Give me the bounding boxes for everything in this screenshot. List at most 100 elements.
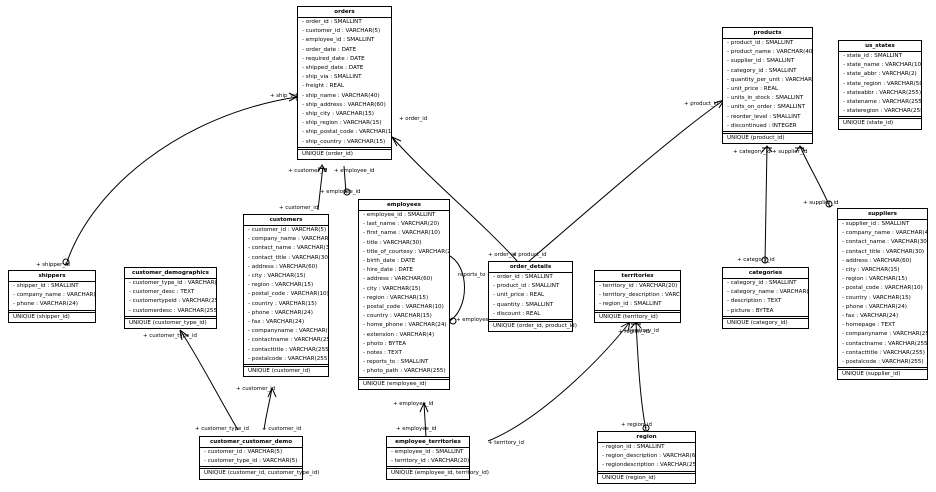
constraint-divider — [298, 146, 391, 150]
constraint-divider — [9, 309, 95, 313]
entity-name: territories — [621, 273, 654, 279]
entity-customer-demographics[interactable]: customer_demographics- customer_type_id … — [124, 267, 217, 330]
label-customer-id-orders: + customer_id — [288, 168, 328, 174]
field-row: - territory_description : VARCHAR(60) — [599, 292, 680, 299]
field-row: - customer_type_id : VARCHAR(5) — [204, 458, 298, 465]
entity-customers[interactable]: customers- customer_id : VARCHAR(5)- com… — [243, 214, 329, 378]
entity-employees[interactable]: employees- employee_id : SMALLINT- last_… — [358, 199, 450, 390]
entity-region[interactable]: region- region_id : SMALLINT- region_des… — [597, 431, 696, 484]
field-row: - city : VARCHAR(15) — [842, 267, 900, 274]
constraint-divider — [595, 309, 680, 313]
field-row: - last_name : VARCHAR(20) — [363, 221, 440, 228]
field-row: - postalcode : VARCHAR(255) — [842, 359, 924, 366]
entity-name: us_states — [865, 43, 895, 49]
label-ship-via: + ship_via — [270, 93, 299, 99]
field-row: - contactname : VARCHAR(255) — [842, 340, 927, 347]
field-row: - order_id : SMALLINT — [302, 19, 362, 25]
field-row: - product_name : VARCHAR(40) — [727, 49, 812, 56]
field-row: - title_of_courtesy : VARCHAR(25) — [363, 248, 449, 255]
entity-shippers[interactable]: shippers- shipper_id : SMALLINT- company… — [8, 270, 96, 323]
entity-name: customer_customer_demo — [209, 439, 293, 445]
header-divider — [595, 281, 680, 282]
constraint-divider — [839, 116, 921, 120]
label-customer-type-id-demo: + customer_type_id — [143, 333, 197, 339]
unique-constraint: UNIQUE (category_id) — [727, 319, 788, 326]
entity-name: order_details — [509, 264, 552, 270]
field-row: - customer_desc : TEXT — [129, 289, 195, 296]
edge-et-territories — [487, 321, 631, 442]
edge-category-products — [764, 145, 768, 264]
entity-us-states[interactable]: us_states- state_id : SMALLINT- state_na… — [838, 40, 922, 130]
edge-territories-arrow — [620, 321, 631, 332]
unique-constraint: UNIQUE (customer_id, customer_type_id) — [204, 470, 320, 477]
edge-reports-to — [447, 254, 465, 323]
edge-orders-arrow — [391, 136, 402, 147]
field-row: - region_id : SMALLINT — [602, 444, 665, 450]
field-row: - shipper_id : SMALLINT — [13, 283, 79, 289]
field-row: - region : VARCHAR(15) — [363, 294, 429, 301]
field-row: - ship_address : VARCHAR(60) — [302, 101, 386, 108]
field-row: - ship_country : VARCHAR(15) — [302, 138, 386, 145]
field-row: - reports_to : SMALLINT — [363, 359, 429, 366]
label-employee-id-et: + employee_id — [396, 426, 437, 432]
field-row: - employee_id : SMALLINT — [302, 37, 375, 44]
field-row: - notes : TEXT — [363, 350, 402, 357]
field-row: - customer_id : VARCHAR(5) — [302, 28, 381, 35]
edge-employee-orders-circle — [343, 188, 351, 196]
edge-supplier-products — [799, 145, 831, 208]
entity-employee-territories[interactable]: employee_territories- employee_id : SMAL… — [386, 436, 489, 480]
entity-orders[interactable]: orders- order_id : SMALLINT- customer_id… — [297, 6, 392, 161]
label-region-id-terr: + region_id — [621, 422, 652, 428]
label-region-id-region: + region_id — [618, 329, 649, 335]
edge-employees-arrow — [419, 402, 429, 413]
entity-name: employee_territories — [395, 439, 461, 445]
constraint-divider — [838, 367, 927, 371]
field-row: - ship_name : VARCHAR(40) — [302, 92, 380, 99]
field-row: - quantity_per_unit : VARCHAR(20) — [727, 76, 812, 83]
field-row: - company_name : VARCHAR(40) — [842, 230, 927, 237]
entity-name: customers — [269, 217, 303, 223]
field-row: - discount : REAL — [493, 310, 541, 317]
entity-products[interactable]: products- product_id : SMALLINT- product… — [722, 27, 813, 145]
field-row: - homepage : TEXT — [842, 322, 896, 329]
constraint-divider — [387, 466, 469, 470]
edge-ship-via — [65, 96, 298, 266]
edge-employee-orders — [343, 165, 347, 194]
edge-ccd-demographics — [179, 329, 239, 431]
field-row: - order_date : DATE — [302, 46, 357, 53]
field-row: - postal_code : VARCHAR(10) — [842, 285, 923, 292]
field-row: - country : VARCHAR(15) — [248, 300, 317, 307]
label-employee-id-emp2: + employee_id — [393, 401, 434, 407]
header-divider — [125, 278, 216, 279]
entity-order-details[interactable]: order_details- order_id : SMALLINT- prod… — [488, 261, 577, 333]
edge-customers-arrow — [267, 387, 277, 398]
field-row: - freight : REAL — [302, 83, 345, 90]
entity-territories[interactable]: territories- territory_id : VARCHAR(20)-… — [594, 270, 681, 323]
field-row: - category_id : SMALLINT — [727, 280, 797, 286]
constraint-divider — [723, 131, 812, 135]
field-row: - photo : BYTEA — [363, 340, 407, 347]
unique-constraint: UNIQUE (customer_id) — [248, 368, 311, 375]
entity-customer-customer-demo[interactable]: customer_customer_demo- customer_id : VA… — [199, 436, 320, 480]
field-row: - hire_date : DATE — [363, 267, 413, 274]
entity-categories[interactable]: categories- category_id : SMALLINT- cate… — [722, 267, 809, 330]
field-row: - customertypeid : VARCHAR(255) — [129, 298, 216, 305]
field-row: - customerdesc : VARCHAR(255) — [129, 307, 216, 314]
field-row: - regiondescription : VARCHAR(255) — [602, 462, 695, 469]
field-row: - contacttitle : VARCHAR(255) — [248, 346, 328, 353]
edge-supplier-circle — [825, 200, 833, 208]
field-row: - ship_region : VARCHAR(15) — [302, 120, 382, 127]
entity-name: products — [753, 30, 782, 36]
edge-et-employees — [423, 402, 427, 438]
field-row: - category_name : VARCHAR(15) — [727, 289, 808, 296]
label-category-id-categories: + category_id — [737, 257, 775, 263]
field-row: - region : VARCHAR(15) — [248, 282, 314, 289]
label-employee-id-orders: + employee_id — [334, 168, 375, 174]
unique-constraint: UNIQUE (shipper_id) — [13, 313, 70, 320]
field-row: - description : TEXT — [727, 298, 782, 305]
label-supplier-id-suppliers: + supplier_id — [803, 200, 839, 206]
field-row: - stateregion : VARCHAR(255) — [843, 108, 921, 115]
field-row: - postal_code : VARCHAR(10) — [248, 291, 328, 298]
entity-suppliers[interactable]: suppliers- supplier_id : SMALLINT- compa… — [837, 208, 928, 381]
field-row: - ship_via : SMALLINT — [302, 74, 362, 81]
